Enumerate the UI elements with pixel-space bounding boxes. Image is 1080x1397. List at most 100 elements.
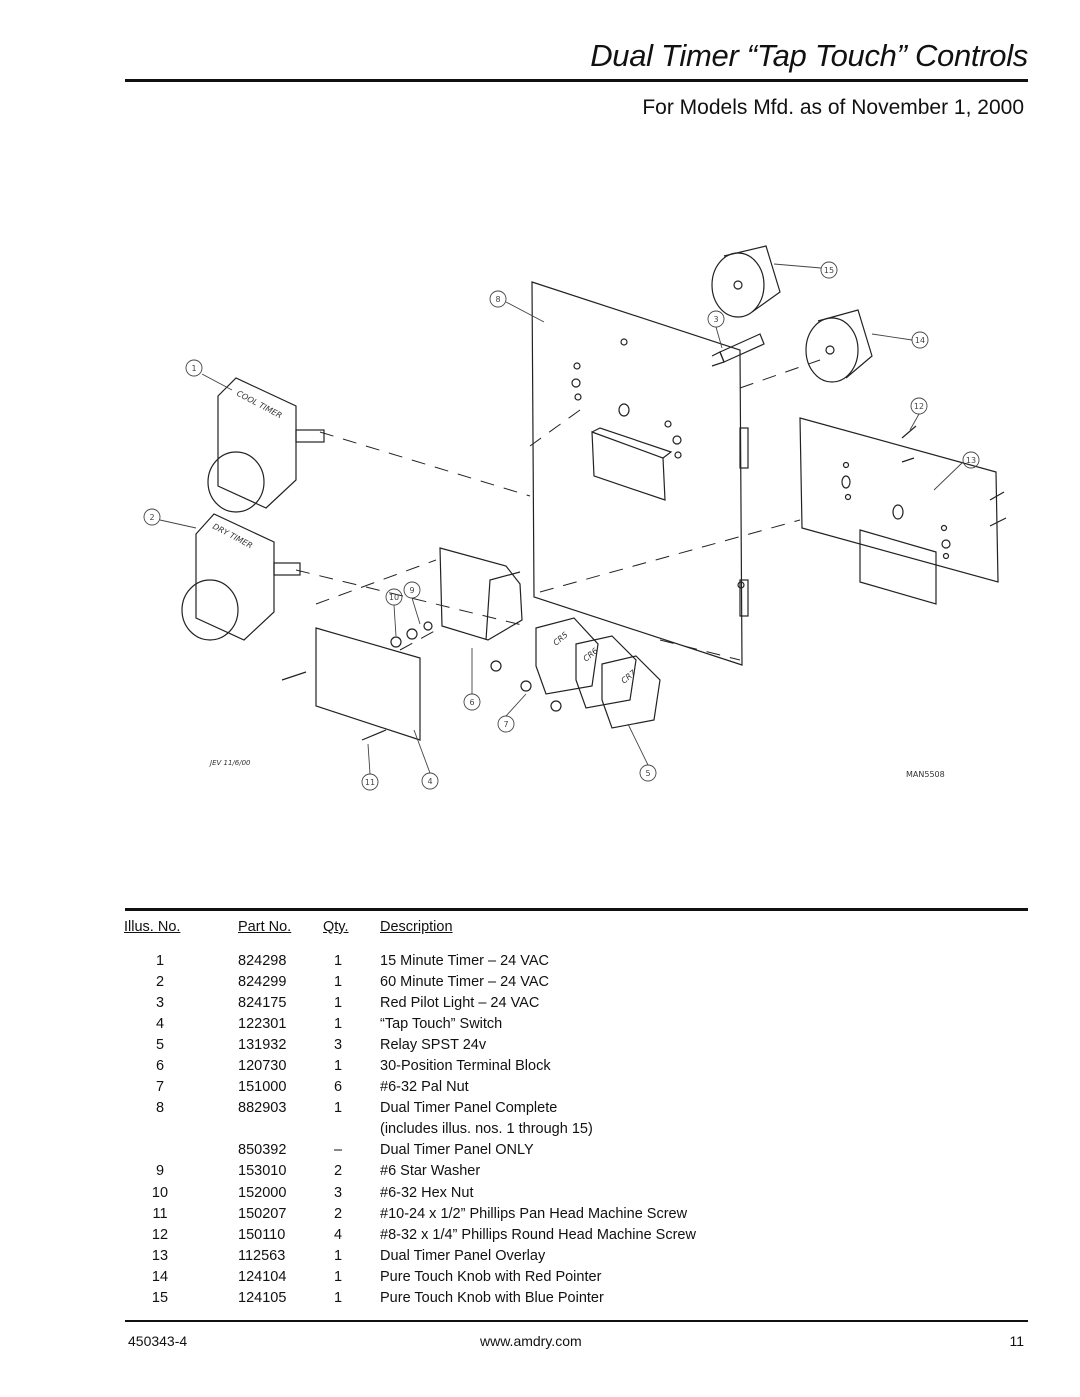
cr7-label: CR7 [620, 668, 639, 686]
cell-part-no: 153010 [238, 1163, 287, 1180]
callout-1: 1 [191, 364, 196, 373]
cell-description: #8-32 x 1/4” Phillips Round Head Machine… [380, 1226, 696, 1243]
table-row: 6 120730 1 30-Position Terminal Block [124, 1055, 780, 1076]
callout-13: 13 [966, 456, 976, 465]
table-row: 9 153010 2 #6 Star Washer [124, 1161, 780, 1182]
cell-description: Pure Touch Knob with Red Pointer [380, 1268, 602, 1285]
cell-part-no: 122301 [238, 1015, 287, 1032]
page-number: 11 [1009, 1333, 1024, 1349]
callout-10: 10 [389, 593, 399, 602]
knob-blue-pointer [711, 252, 765, 318]
callout-8: 8 [495, 295, 500, 304]
cell-description: #6-32 Pal Nut [380, 1079, 469, 1096]
cell-part-no: 150110 [238, 1226, 286, 1243]
cell-qty: 1 [334, 1015, 343, 1032]
header-description: Description [380, 919, 453, 935]
cell-description: #6-32 Hex Nut [380, 1184, 474, 1201]
relay-cr7 [601, 655, 661, 729]
header-qty: Qty. [323, 919, 349, 935]
relay-cr5 [535, 617, 599, 695]
tap-touch-switch [315, 627, 421, 741]
table-row: 15 124105 1 Pure Touch Knob with Blue Point… [124, 1288, 780, 1309]
cell-qty [323, 1119, 380, 1140]
cell-illus-no: 12 [151, 1226, 169, 1243]
cell-description: Relay SPST 24v [380, 1036, 487, 1053]
callout-3: 3 [713, 315, 718, 324]
cell-illus-no: 3 [155, 994, 165, 1011]
cell-description: #6 Star Washer [380, 1163, 481, 1180]
header-part-no: Part No. [238, 919, 292, 935]
parts-table: Illus. No. Part No. Qty. Description 1 82… [124, 918, 780, 1309]
dry-timer-body [195, 513, 275, 641]
callout-2: 2 [149, 513, 154, 522]
website-link[interactable]: www.amdry.com [480, 1333, 582, 1349]
terminal-block [439, 547, 523, 641]
cell-qty: – [334, 1142, 343, 1159]
callout-11: 11 [365, 778, 375, 787]
drawing-number: MAN5508 [906, 770, 945, 779]
page-title: Dual Timer “Tap Touch” Controls [590, 38, 1028, 73]
cell-qty: 1 [334, 994, 343, 1011]
cell-illus-no: 1 [155, 952, 165, 969]
cell-qty: 3 [334, 1036, 343, 1053]
cell-illus-no: 14 [151, 1268, 169, 1285]
cell-qty: 1 [334, 973, 343, 990]
cell-qty: 6 [334, 1079, 343, 1096]
callout-12: 12 [914, 402, 924, 411]
callout-5: 5 [645, 769, 650, 778]
cell-qty: 1 [334, 952, 343, 969]
dry-timer-label: DRY TIMER [211, 522, 254, 551]
table-row: 14 124104 1 Pure Touch Knob with Red Pointe… [124, 1266, 780, 1287]
cell-illus-no: 11 [152, 1205, 168, 1222]
table-header-row: Illus. No. Part No. Qty. Description [124, 918, 780, 950]
cell-qty: 2 [334, 1163, 343, 1180]
callout-7: 7 [503, 720, 508, 729]
cell-description: Pure Touch Knob with Blue Pointer [380, 1290, 604, 1307]
table-row: 12 150110 4 #8-32 x 1/4” Phillips Round Hea… [124, 1224, 780, 1245]
cell-description: “Tap Touch” Switch [380, 1015, 503, 1032]
cell-illus-no: 4 [155, 1015, 165, 1032]
cell-qty: 4 [334, 1226, 343, 1243]
cell-part-no: 124105 [238, 1290, 287, 1307]
cell-illus-no: 6 [155, 1058, 165, 1075]
cell-illus-no: 9 [155, 1163, 165, 1180]
cell-illus-no: 15 [151, 1290, 169, 1307]
cell-description: 30-Position Terminal Block [380, 1058, 551, 1075]
cell-part-no: 120730 [238, 1058, 287, 1075]
cell-qty: 2 [334, 1205, 343, 1222]
cell-illus-no [124, 1119, 238, 1140]
cell-illus-no: 5 [155, 1036, 165, 1053]
cell-part-no: 824298 [238, 952, 287, 969]
cell-description: Dual Timer Panel Overlay [380, 1247, 546, 1264]
header-illus-no: Illus. No. [124, 919, 181, 935]
panel-outline [531, 281, 743, 666]
cell-qty: 1 [334, 1058, 343, 1075]
cell-illus-no: 7 [155, 1079, 165, 1096]
cell-qty: 1 [334, 1100, 343, 1117]
relay-cr6 [575, 635, 637, 709]
cell-qty: 1 [334, 1290, 343, 1307]
cell-part-no: 882903 [238, 1100, 287, 1117]
drafter-label: JEV 11/6/00 [208, 759, 251, 767]
footer-rule [125, 1320, 1028, 1322]
cool-timer-body [217, 377, 297, 509]
cell-part-no: 152000 [238, 1184, 287, 1201]
table-row: (includes illus. nos. 1 through 15) [124, 1119, 780, 1140]
cell-qty: 1 [334, 1247, 343, 1264]
cell-part-no: 150207 [238, 1205, 287, 1222]
callout-9: 9 [409, 586, 414, 595]
cell-part-no: 824299 [238, 973, 287, 990]
cell-description: Red Pilot Light – 24 VAC [380, 994, 540, 1011]
cell-description: Dual Timer Panel ONLY [380, 1142, 534, 1159]
cell-qty: 1 [334, 1268, 343, 1285]
cell-part-no: 124104 [238, 1268, 287, 1285]
cell-qty: 3 [334, 1184, 343, 1201]
cell-description: 60 Minute Timer – 24 VAC [380, 973, 549, 990]
cell-illus-no [124, 1140, 238, 1161]
cell-part-no [238, 1119, 323, 1140]
